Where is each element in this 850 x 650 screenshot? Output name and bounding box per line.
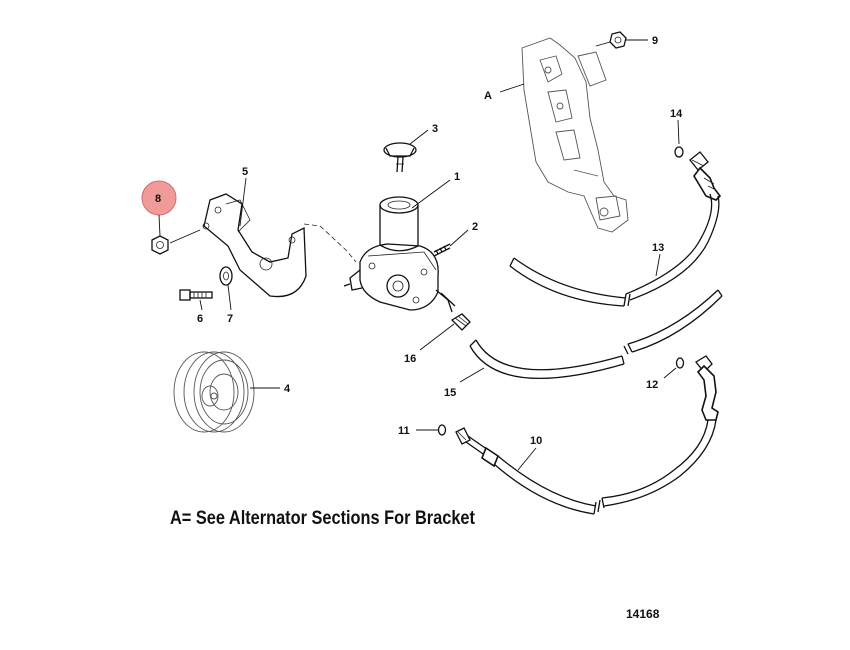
callout-8[interactable]: 8 [155,193,161,205]
nut-part-9 [609,31,627,49]
diagram-caption: A= See Alternator Sections For Bracket [170,508,475,529]
callout-9: 9 [652,35,658,47]
return-hose-middle [623,289,723,355]
pressure-hose-lower [601,355,719,509]
callout-15: 15 [444,387,456,399]
o-ring-part-11 [437,424,447,436]
hose-part-10 [455,427,601,515]
nut-part-8 [151,235,169,255]
stud-part-2 [433,243,451,257]
callout-1: 1 [454,171,460,183]
callout-2: 2 [472,221,478,233]
pressure-hose-upper [625,151,722,301]
callout-7: 7 [227,313,233,325]
alternator-bracket-a [521,37,629,233]
callout-a: A [484,90,492,102]
callout-3: 3 [432,123,438,135]
return-hose-part-13 [509,257,631,307]
fitting-part-16 [450,313,471,331]
figure-number: 14168 [626,607,660,621]
bolt-part-6 [179,289,213,301]
o-ring-part-12 [675,357,685,369]
reservoir-cap-part-3 [383,142,417,173]
o-ring-part-14 [674,146,684,158]
pulley-part-4 [173,351,255,433]
callout-12: 12 [646,379,658,391]
washer-part-7 [219,266,233,286]
callout-13: 13 [652,242,664,254]
callout-11: 11 [398,425,410,437]
callout-16: 16 [404,353,416,365]
hose-part-15 [469,339,625,379]
callout-5: 5 [242,166,248,178]
callout-14: 14 [670,108,683,120]
pump-bracket-part-5 [202,193,307,298]
callout-4: 4 [284,383,291,395]
callout-10: 10 [530,435,542,447]
callout-6: 6 [197,313,203,325]
power-steering-pump-part-1 [303,196,456,313]
